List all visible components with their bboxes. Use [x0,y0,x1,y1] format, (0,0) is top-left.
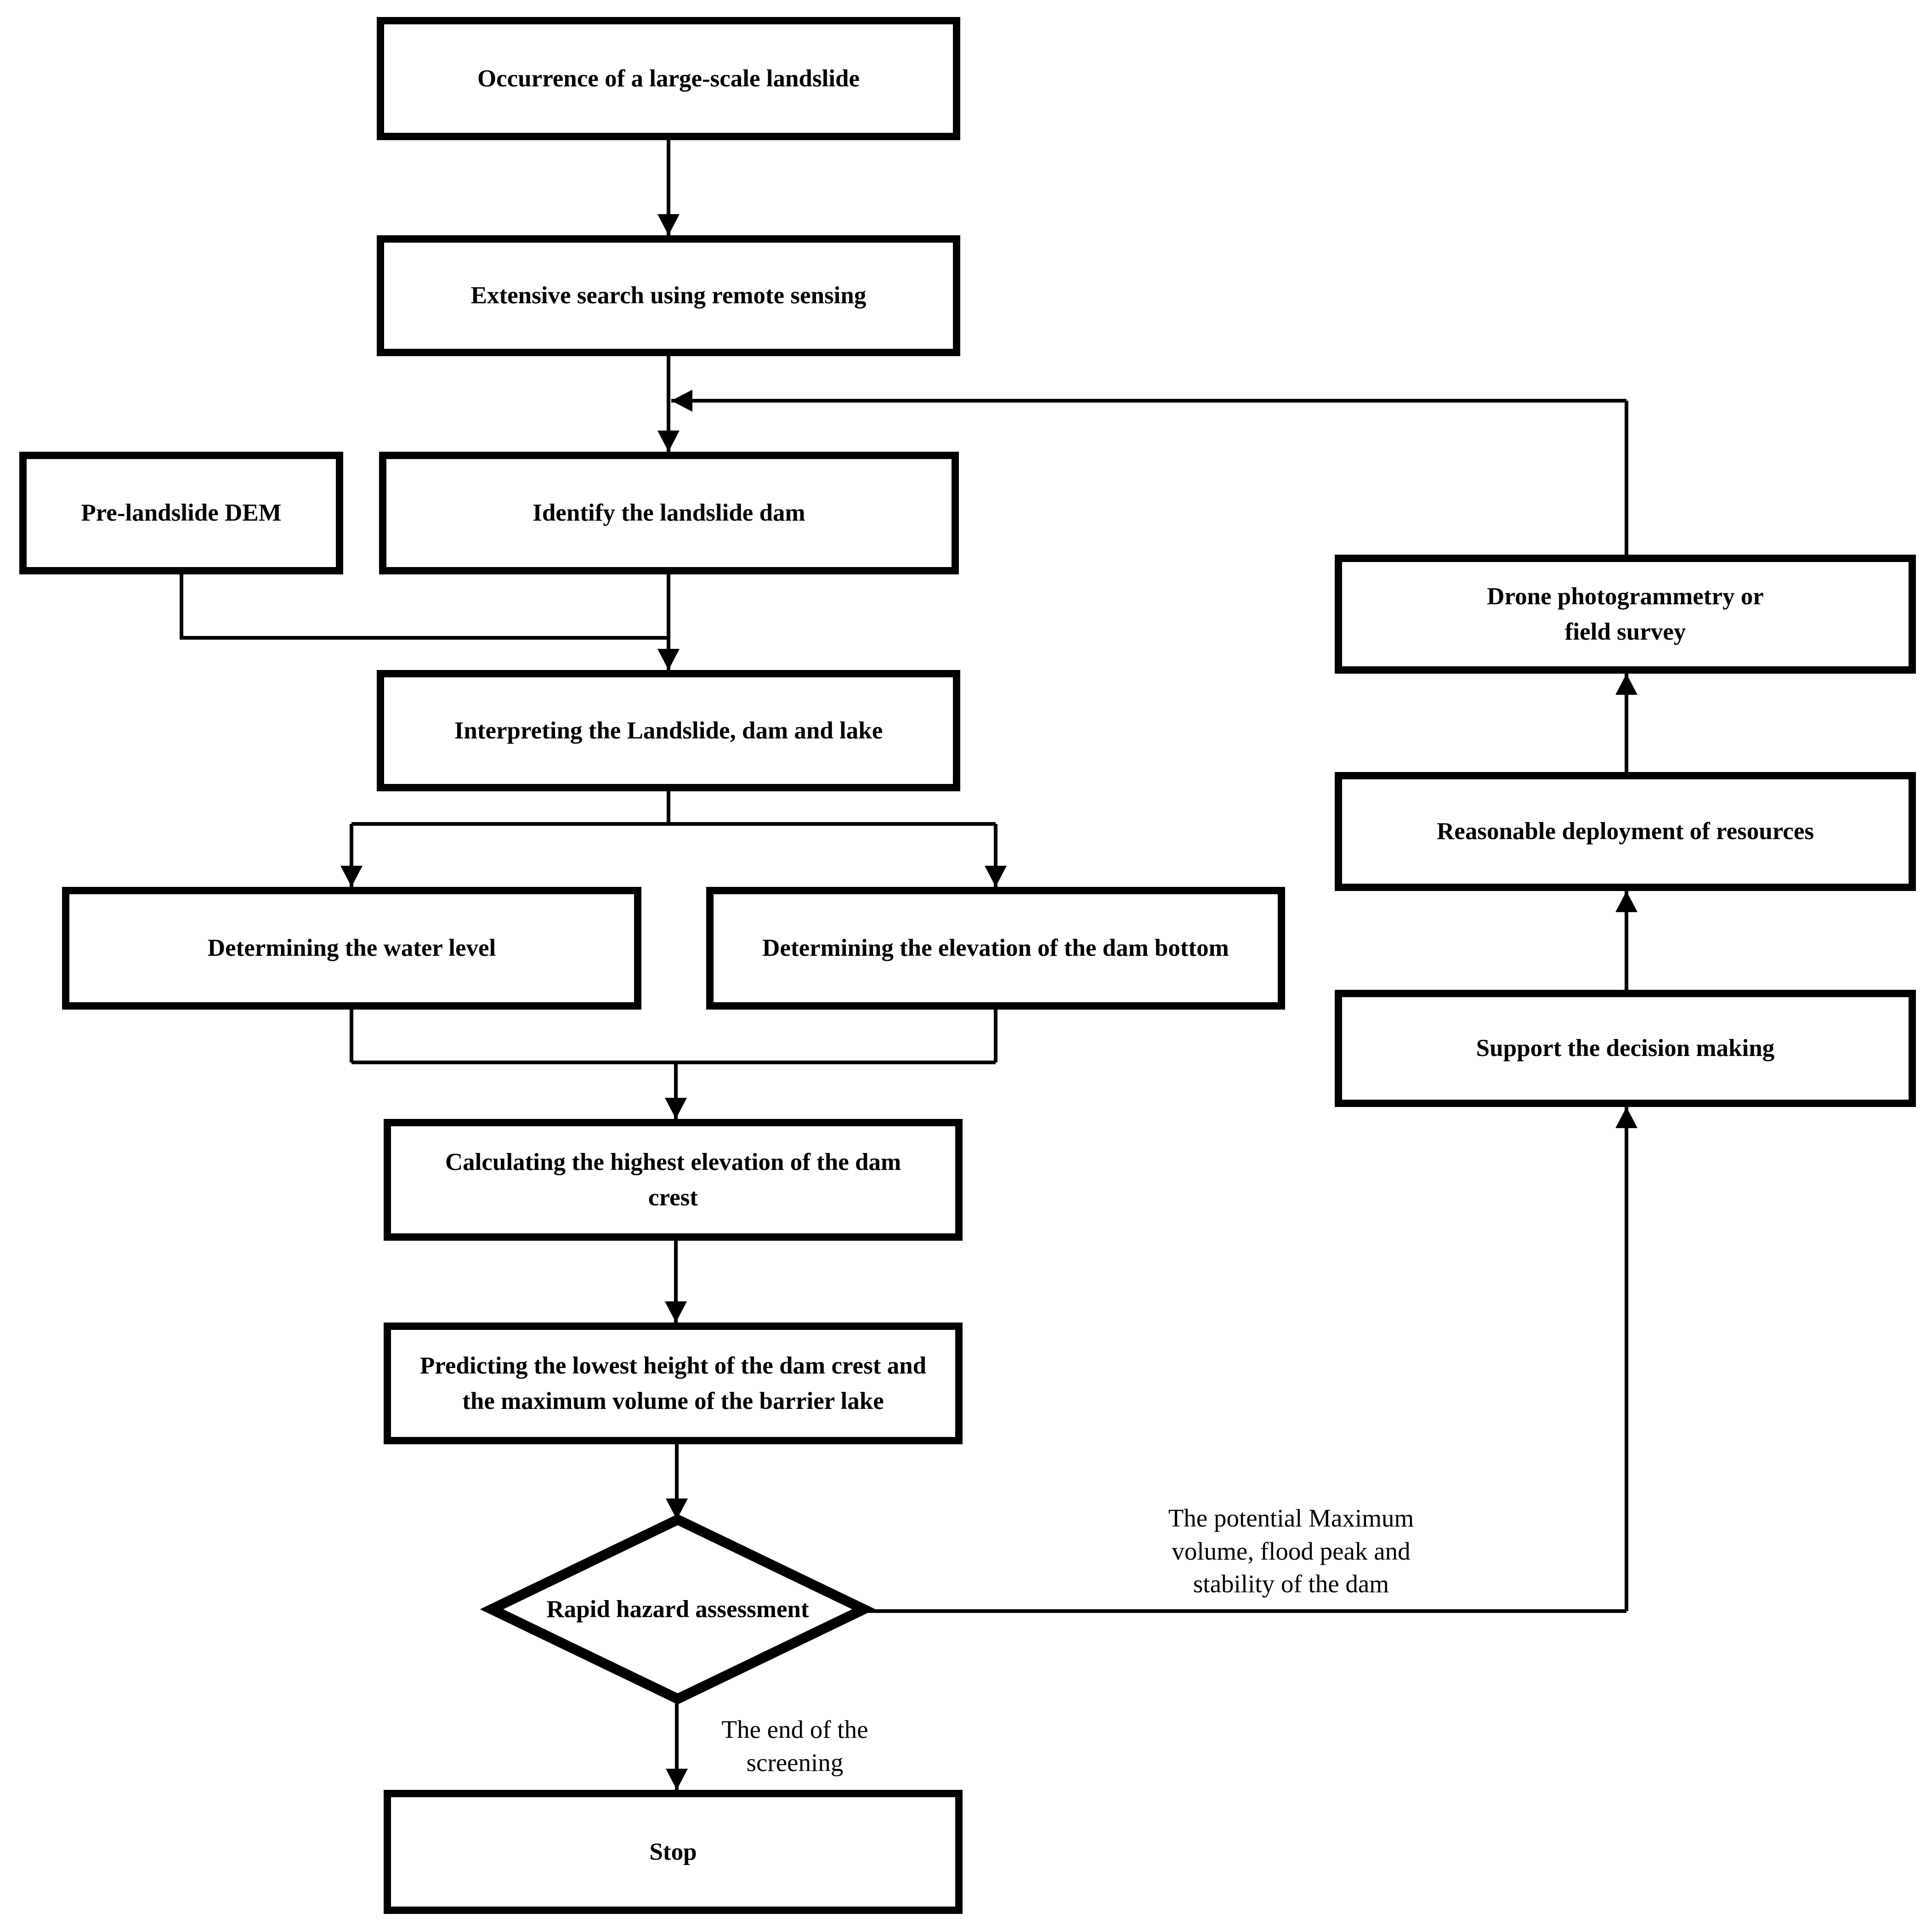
annotation-end-screening-line1: The end of the [721,1715,868,1743]
node-support-decision-label: Support the decision making [1476,1035,1775,1062]
node-identify-dam: Identify the landslide dam [379,452,959,574]
annotation-potential-max: The potential Maximum volume, flood peak… [1126,1502,1456,1601]
node-extensive-search-label: Extensive search using remote sensing [470,282,867,309]
annotation-end-screening: The end of the screening [708,1713,882,1779]
connector-predem-join [180,574,667,640]
node-interpreting: Interpreting the Landslide, dam and lake [377,670,960,791]
node-water-level-label: Determining the water level [207,935,496,962]
node-predicting-line2: the maximum volume of the barrier lake [462,1387,884,1414]
node-rapid-hazard: Rapid hazard assessment [492,1520,864,1699]
node-occurrence: Occurrence of a large-scale landslide [377,17,960,140]
node-predicting-line1: Predicting the lowest height of the dam … [419,1352,927,1379]
annotation-potential-max-line1: The potential Maximum [1168,1504,1414,1532]
decision-diamond [480,1514,876,1705]
node-extensive-search: Extensive search using remote sensing [377,235,960,356]
node-drone-survey-line1: Drone photogrammetry or [1487,583,1764,610]
node-calculating-crest: Calculating the highest elevation of the… [384,1119,963,1241]
node-drone-survey-line2: field survey [1564,618,1686,645]
node-pre-landslide-dem-label: Pre-landslide DEM [81,500,282,527]
annotation-potential-max-line2: volume, flood peak and [1172,1537,1411,1565]
node-identify-dam-label: Identify the landslide dam [533,500,805,527]
node-dam-bottom-label: Determining the elevation of the dam bot… [762,935,1229,962]
node-calculating-crest-line1: Calculating the highest elevation of the… [445,1148,901,1175]
node-predicting: Predicting the lowest height of the dam … [384,1323,963,1444]
node-stop: Stop [384,1790,963,1914]
node-dam-bottom: Determining the elevation of the dam bot… [706,887,1285,1010]
node-support-decision: Support the decision making [1335,990,1916,1107]
annotation-potential-max-line3: stability of the dam [1193,1570,1389,1598]
node-deployment: Reasonable deployment of resources [1335,772,1916,891]
annotation-end-screening-line2: screening [746,1748,844,1777]
node-pre-landslide-dem: Pre-landslide DEM [19,452,343,574]
node-rapid-hazard-label: Rapid hazard assessment [546,1596,809,1623]
node-water-level: Determining the water level [62,887,641,1010]
node-stop-label: Stop [649,1838,697,1865]
node-calculating-crest-line2: crest [648,1184,698,1211]
node-deployment-label: Reasonable deployment of resources [1437,818,1814,845]
node-interpreting-label: Interpreting the Landslide, dam and lake [454,717,883,744]
node-drone-survey: Drone photogrammetry or field survey [1335,555,1916,674]
node-occurrence-label: Occurrence of a large-scale landslide [477,65,860,92]
